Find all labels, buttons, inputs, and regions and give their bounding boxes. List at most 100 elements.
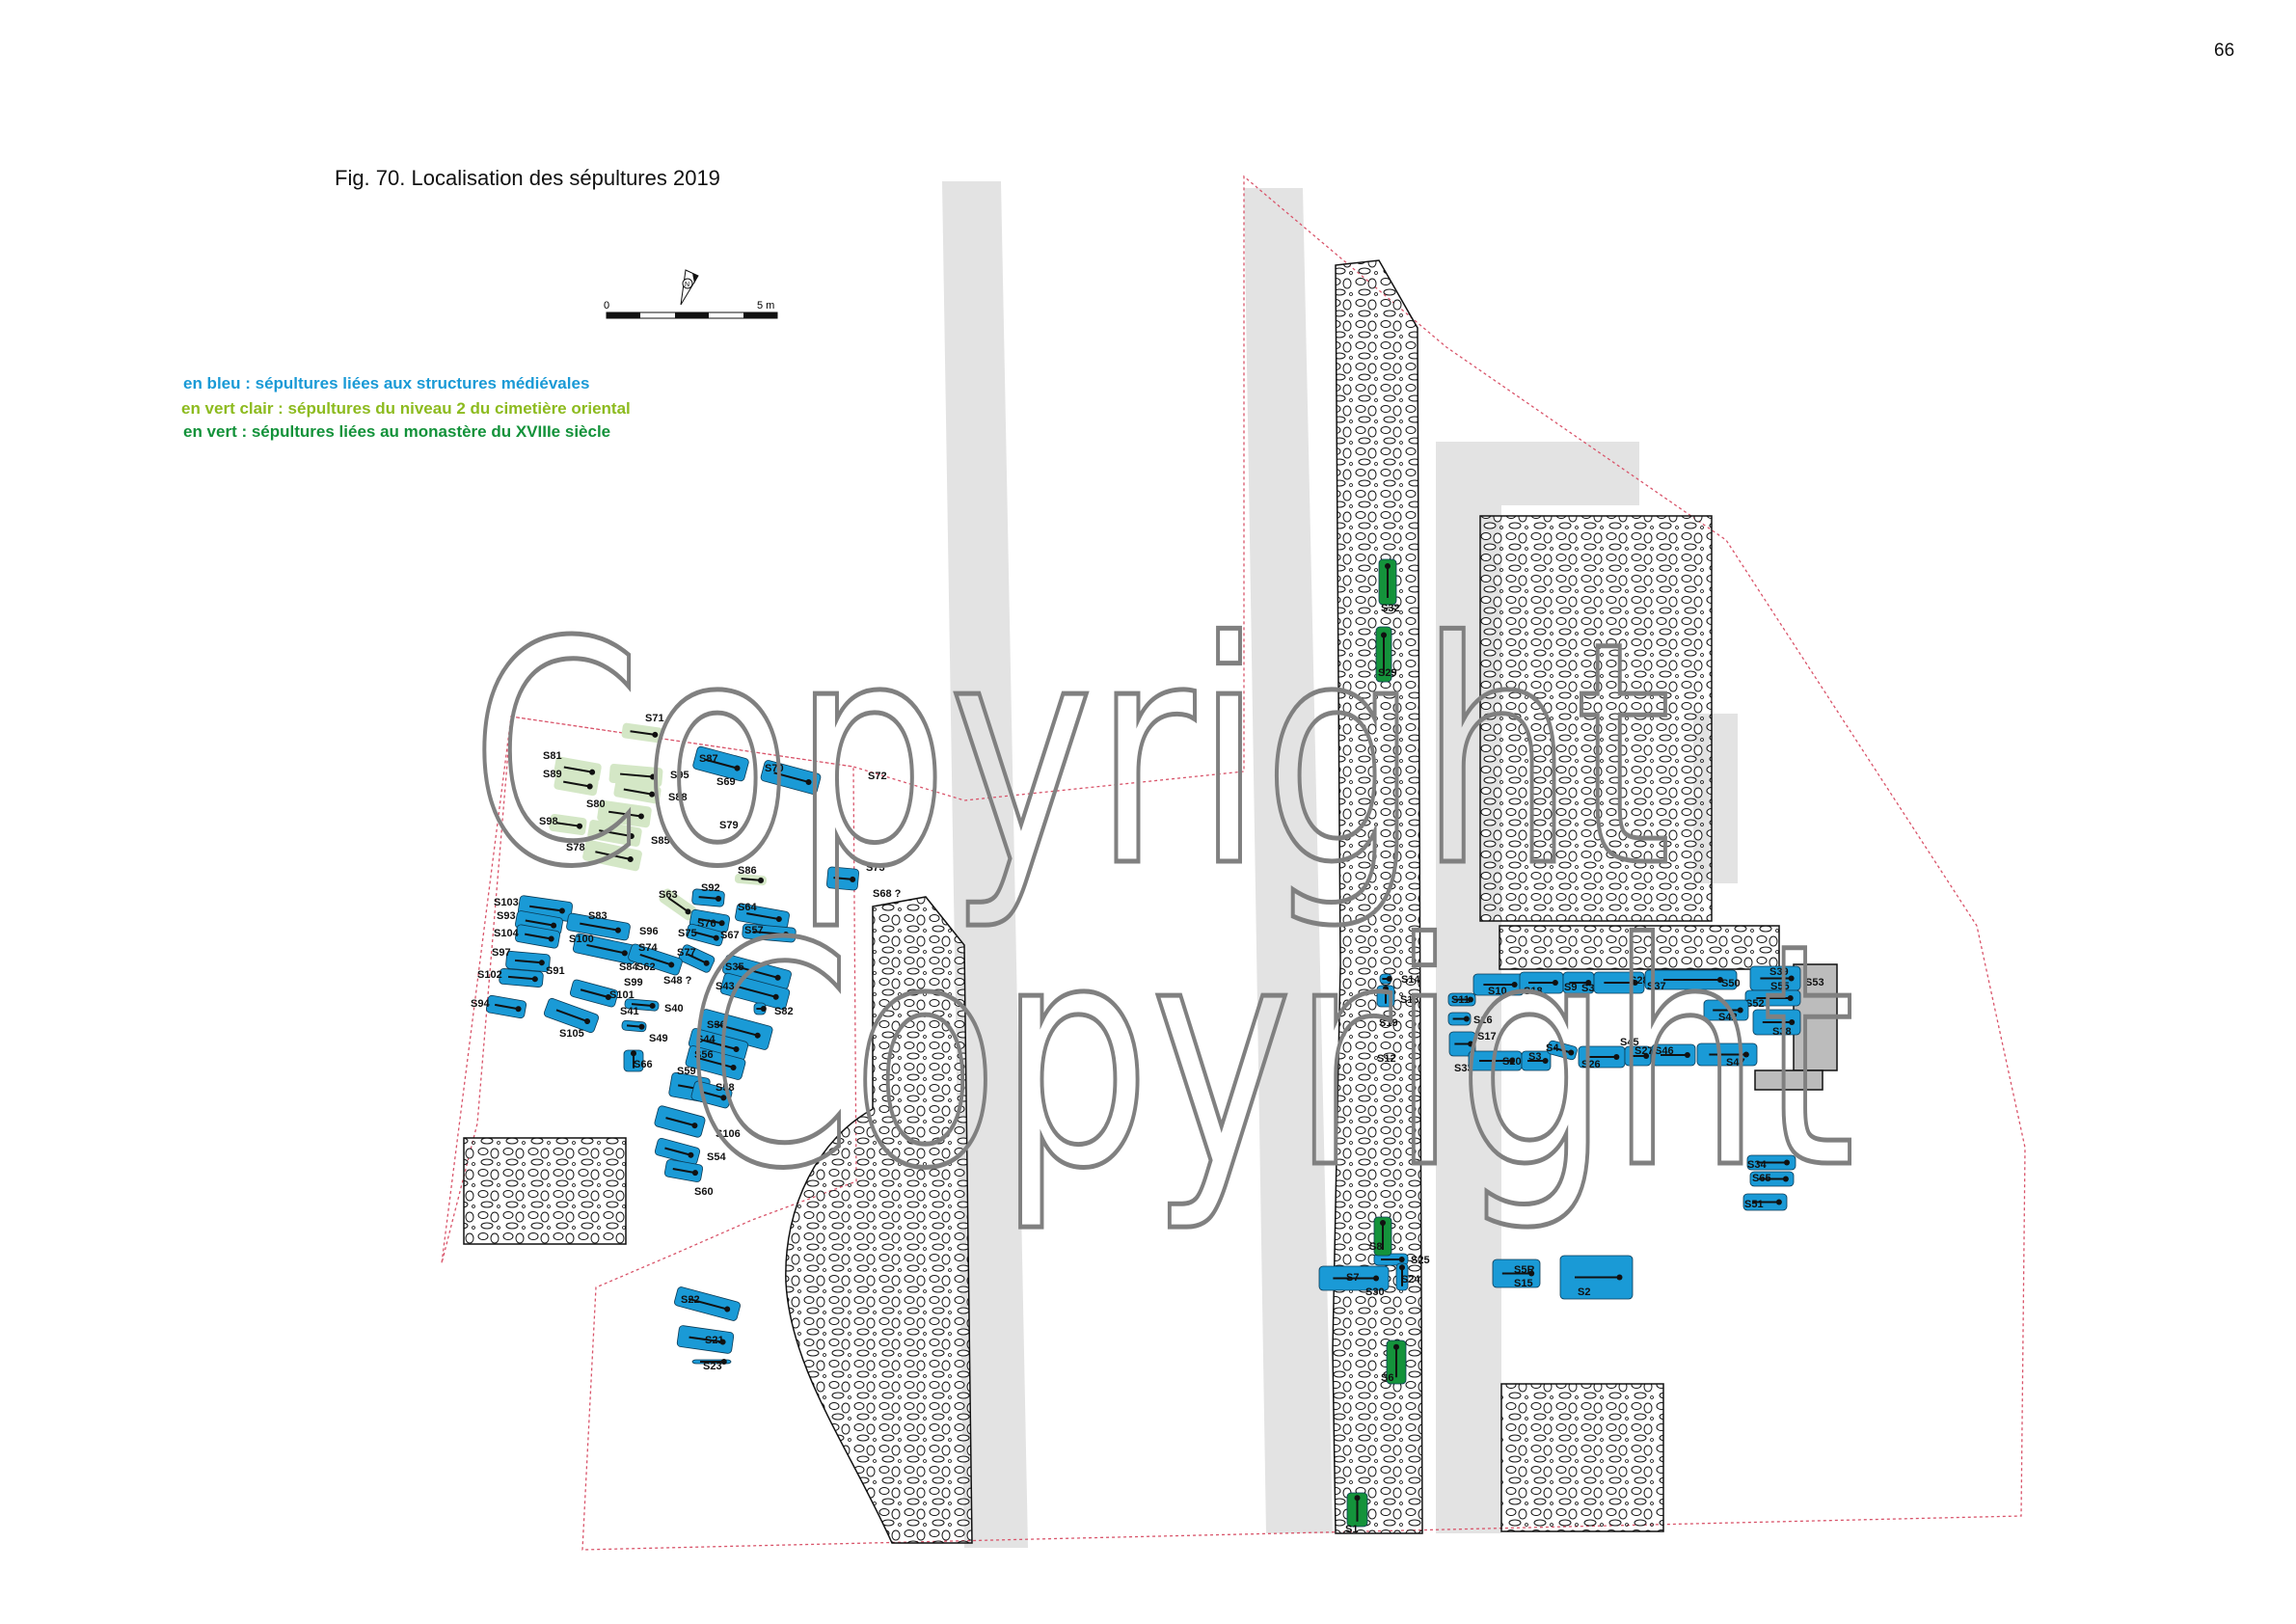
grave-s30: S30 xyxy=(1365,1286,1385,1298)
skull-marker xyxy=(719,1339,726,1345)
skull-marker xyxy=(548,935,554,942)
grave-label: S54 xyxy=(707,1151,726,1163)
skeleton-axis xyxy=(705,758,738,770)
grave-s36: S36 xyxy=(697,1009,773,1050)
grave-label: S2 xyxy=(1578,1286,1590,1298)
skull-marker xyxy=(577,823,583,829)
skull-marker xyxy=(718,920,725,927)
skull-marker xyxy=(584,1018,591,1025)
excavation-boundary xyxy=(441,175,2026,1551)
grave-label: S41 xyxy=(620,1006,639,1017)
skeleton-axis xyxy=(664,1147,691,1156)
page-number: 66 xyxy=(2214,41,2235,61)
grave-s63: S63 xyxy=(659,888,697,921)
grave-label: S63 xyxy=(659,889,678,901)
grave-s10: S10 xyxy=(1472,973,1525,997)
skull-marker xyxy=(1468,1041,1474,1047)
grave-label: S88 xyxy=(668,792,688,803)
grave-s97: S97 xyxy=(492,947,551,972)
skeleton-axis xyxy=(631,1003,653,1007)
skull-marker xyxy=(531,976,538,983)
skull-marker xyxy=(1643,1053,1650,1059)
grave-label: S46 xyxy=(1655,1045,1674,1057)
grave-s87: S87 xyxy=(692,745,749,782)
grave-label: S95 xyxy=(670,770,689,781)
grave-s83: S83 xyxy=(566,910,631,941)
grave-label: S17 xyxy=(1477,1031,1497,1042)
grave-label: S7 xyxy=(1346,1272,1359,1284)
grave-label: S57 xyxy=(744,925,764,936)
grave-s47: S47 xyxy=(1696,1042,1758,1069)
skull-marker xyxy=(691,1123,698,1129)
skull-marker xyxy=(1528,1270,1535,1277)
skull-marker xyxy=(1383,986,1389,992)
skull-marker xyxy=(1386,976,1392,982)
skull-marker xyxy=(1737,1007,1743,1014)
skull-marker xyxy=(691,1170,698,1177)
grave-label: S87 xyxy=(699,753,718,765)
skull-marker xyxy=(1552,980,1558,986)
grave-label: S10 xyxy=(1488,986,1507,997)
grave-label: S70 xyxy=(765,763,784,774)
skull-marker xyxy=(1381,632,1387,638)
grave-s73: S73 xyxy=(826,862,885,891)
skull-marker xyxy=(1467,996,1473,1003)
grave-label: S84 xyxy=(619,961,638,973)
grave-s27: S27 xyxy=(1624,1045,1654,1067)
skull-marker xyxy=(637,813,644,820)
skull-marker xyxy=(1373,1275,1380,1282)
grave-s58: S58 xyxy=(690,1080,735,1109)
skull-marker xyxy=(754,1032,761,1039)
grave-label: S4 xyxy=(1546,1042,1559,1054)
skull-marker xyxy=(1788,975,1795,982)
grave-s24: S24 xyxy=(1395,1262,1420,1291)
grave-s72: S72 xyxy=(868,771,887,782)
grave-label: S65 xyxy=(1752,1173,1771,1184)
skeleton-axis xyxy=(714,1022,758,1037)
skull-marker xyxy=(688,1151,694,1158)
skeleton-axis xyxy=(525,933,552,940)
grave-label: S32 xyxy=(1381,603,1400,614)
skull-marker xyxy=(1568,1049,1575,1056)
grave-label: S52 xyxy=(1745,998,1765,1010)
skeleton-axis xyxy=(580,922,619,932)
grave-s14: S14 xyxy=(1379,973,1420,986)
grave-label: S48 ? xyxy=(663,975,692,987)
skull-marker xyxy=(515,1006,522,1013)
skull-marker xyxy=(713,934,719,941)
skull-marker xyxy=(652,731,659,738)
grave-s64: S64 xyxy=(735,902,790,930)
skull-marker xyxy=(627,855,634,862)
skeleton-axis xyxy=(507,975,535,981)
grave-s37: S37 xyxy=(1644,969,1738,992)
grave-label: S9 xyxy=(1564,982,1577,993)
grave-s70: S70 xyxy=(760,760,822,795)
skull-marker xyxy=(631,1050,636,1057)
grave-label: S27 xyxy=(1634,1045,1654,1057)
skeleton-axis xyxy=(529,905,563,912)
grave-s29: S29 xyxy=(1375,626,1397,683)
grave-s25: S25 xyxy=(1373,1253,1430,1266)
grave-s104: S104 xyxy=(494,924,560,949)
grave-label: S104 xyxy=(494,928,520,939)
skeleton-axis xyxy=(693,931,717,939)
grave-s52: S52 xyxy=(1744,989,1801,1010)
scale-end-label: 5 m xyxy=(757,300,774,311)
grave-label: S19 xyxy=(1379,1017,1398,1029)
skeleton-axis xyxy=(746,912,780,921)
grave-s8: S8 xyxy=(1369,1216,1392,1257)
skeleton-axis xyxy=(752,931,787,936)
grave-label: S93 xyxy=(497,910,516,922)
skull-marker xyxy=(1398,1257,1405,1262)
grave-label: S13 xyxy=(1400,994,1419,1006)
skeleton-axis xyxy=(700,1090,724,1099)
skull-marker xyxy=(1742,1051,1749,1058)
grave-label: S58 xyxy=(716,1082,735,1094)
skull-marker xyxy=(1399,1264,1405,1271)
skull-marker xyxy=(783,932,790,938)
grave-s74: S74 xyxy=(628,942,683,976)
skull-marker xyxy=(538,960,545,966)
grave-label: S55 xyxy=(1770,981,1790,992)
grave-label: S23 xyxy=(703,1361,722,1372)
